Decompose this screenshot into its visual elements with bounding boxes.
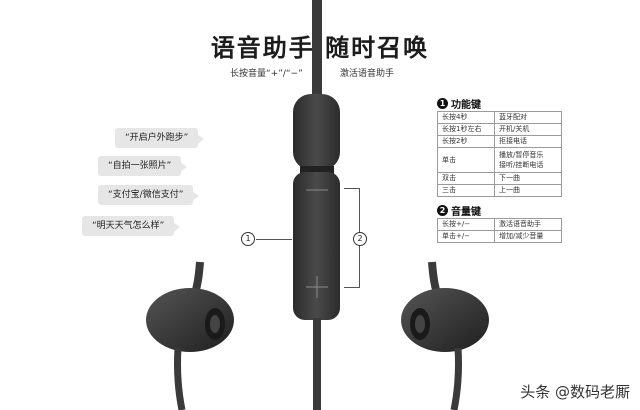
- bubble-payment: “支付宝/微信支付”: [98, 185, 200, 205]
- table-row: 单击 播放/暂停音乐 接听/挂断电话: [437, 147, 562, 173]
- callout-1-line: [256, 239, 292, 240]
- bubble-selfie: “自拍一张照片”: [98, 156, 188, 176]
- top-cable: [312, 0, 322, 98]
- bubble-weather: “明天天气怎么样”: [82, 216, 181, 236]
- table-row: 双击下一曲: [437, 172, 562, 185]
- table-row: 单击+/−增加/减少音量: [437, 230, 562, 243]
- table-row: 三击上一曲: [437, 184, 562, 197]
- function-keys-table: 长按4秒蓝牙配对 长按1秒左右开机/关机 长按2秒拒接电话 单击 播放/暂停音乐…: [437, 111, 562, 197]
- function-keys-title: 1 功能键: [437, 96, 481, 111]
- watermark: 头条 @数码老厮: [520, 383, 630, 401]
- function-keys-label: 功能键: [451, 100, 481, 111]
- callout-2: 2: [353, 232, 367, 246]
- subline-instruction: 长按音量“+”/“−”: [230, 69, 303, 79]
- callout-2-bottom: [344, 287, 360, 288]
- volume-remote: [293, 172, 340, 320]
- table-row: 长按2秒拒接电话: [437, 135, 562, 148]
- table-row: 长按4秒蓝牙配对: [437, 111, 562, 124]
- function-keys-number: 1: [437, 98, 448, 109]
- table-row: 长按1秒左右开机/关机: [437, 123, 562, 136]
- subline-result: 激活语音助手: [340, 69, 395, 79]
- volume-keys-table: 长按+/−激活语音助手 单击+/−增加/减少音量: [437, 218, 562, 243]
- function-module: [293, 94, 340, 170]
- table-row: 长按+/−激活语音助手: [437, 218, 562, 231]
- volume-keys-label: 音量键: [451, 207, 481, 218]
- callout-2-top: [344, 188, 360, 189]
- bubble-outdoor-run: “开启户外跑步”: [115, 128, 205, 148]
- volume-keys-title: 2 音量键: [437, 203, 481, 218]
- volume-keys-number: 2: [437, 205, 448, 216]
- callout-1: 1: [241, 232, 255, 246]
